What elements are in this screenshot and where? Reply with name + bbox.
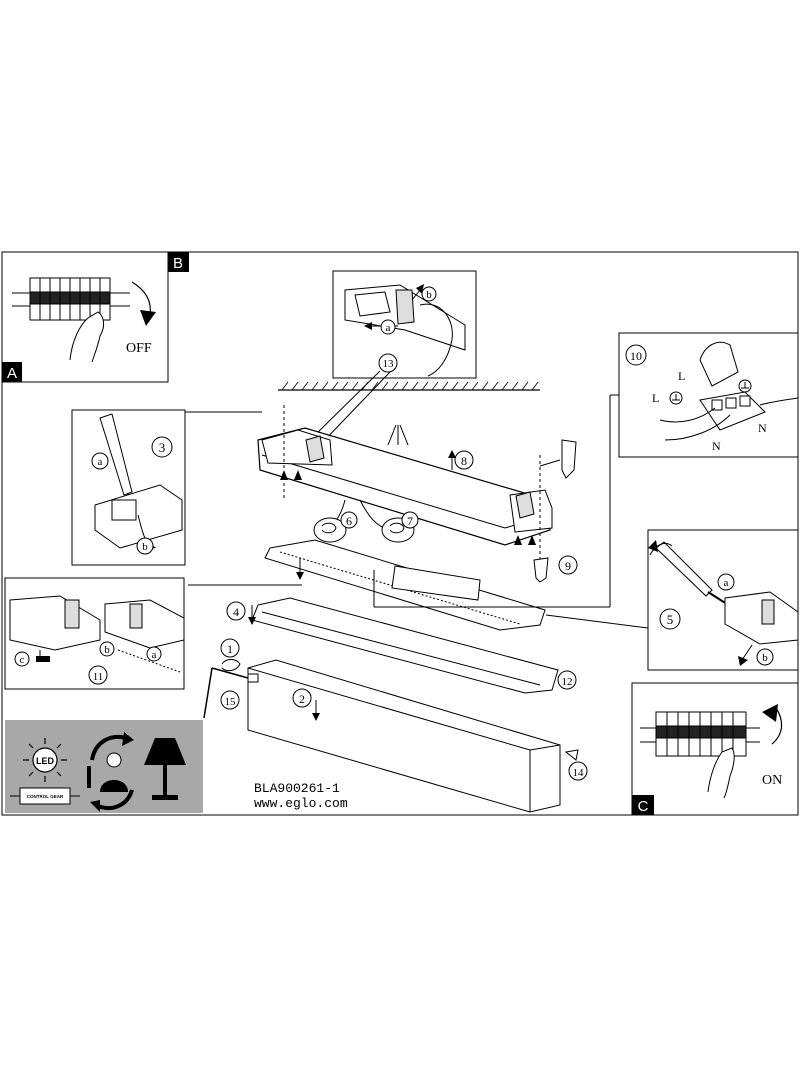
panel-clip-detail: c b a 11 [4, 577, 185, 690]
diffuser: 4 12 [226, 597, 577, 694]
step-10: 10 [630, 349, 642, 363]
panel-release-clip: a b 5 [545, 529, 799, 671]
ceiling [278, 381, 540, 391]
section-c-label: C [638, 798, 649, 815]
wire-label-live: L [652, 391, 659, 405]
section-b-label: B [173, 255, 183, 272]
sub-label-c: c [20, 654, 25, 666]
wire-label-neutral: N [758, 421, 767, 435]
sub-label-a: a [98, 456, 103, 468]
step-11: 11 [93, 671, 104, 683]
section-b-marker [167, 252, 189, 272]
fixture-housing: 6 7 8 9 [257, 405, 578, 583]
panel-open-endcap: a b 3 [71, 409, 262, 566]
control-gear-label: CONTROL GEAR [27, 794, 64, 799]
symbol-panel: LED CONTROL GEAR [5, 720, 203, 813]
step-15: 15 [225, 696, 237, 708]
panel-detail-clip: b a 13 [309, 270, 477, 446]
step-5: 5 [667, 612, 674, 627]
step-1: 1 [227, 642, 233, 656]
rotate-arrow [131, 281, 151, 315]
step-14: 14 [573, 767, 585, 779]
website: www.eglo.com [254, 796, 348, 811]
panel-switch-off: A OFF [1, 251, 169, 383]
wire-label-neutral: N [712, 439, 721, 453]
table-lamp-icon [144, 738, 186, 800]
step-8: 8 [461, 454, 467, 468]
wire-label-live: L [678, 369, 685, 383]
step-7: 7 [407, 514, 413, 528]
section-a-label: A [7, 365, 17, 382]
cover-box: 2 14 [247, 659, 588, 813]
sub-label-b: b [762, 652, 768, 664]
sub-label-b: b [142, 541, 148, 553]
off-label: OFF [126, 341, 152, 356]
gear-tray [188, 539, 610, 631]
step-6: 6 [346, 514, 352, 528]
sub-label-b: b [104, 644, 110, 656]
step-12: 12 [562, 676, 573, 688]
sub-label-a: a [152, 649, 157, 661]
step-9: 9 [565, 559, 571, 573]
step-3: 3 [159, 440, 166, 455]
section-a-marker [2, 362, 22, 382]
step-13: 13 [383, 358, 395, 370]
on-label: ON [762, 773, 782, 788]
sub-label-a: a [386, 322, 391, 334]
hand-outline [69, 311, 105, 363]
led-icon [23, 738, 67, 782]
allen-key: 1 15 [203, 638, 259, 719]
replace-by-professional-icon [87, 732, 134, 812]
sub-label-a: a [724, 577, 729, 589]
led-icon-label: LED [36, 756, 55, 766]
step-4: 4 [233, 605, 239, 619]
panel-switch-on: C ON [631, 682, 799, 816]
model-number: BLA900261-1 [254, 781, 340, 796]
section-c-marker [632, 795, 654, 815]
arrow-head [140, 310, 156, 326]
panel-wiring: 10 L L N N [609, 332, 799, 607]
control-gear-icon [10, 787, 80, 805]
sub-label-b: b [426, 289, 432, 301]
step-2: 2 [299, 692, 305, 706]
